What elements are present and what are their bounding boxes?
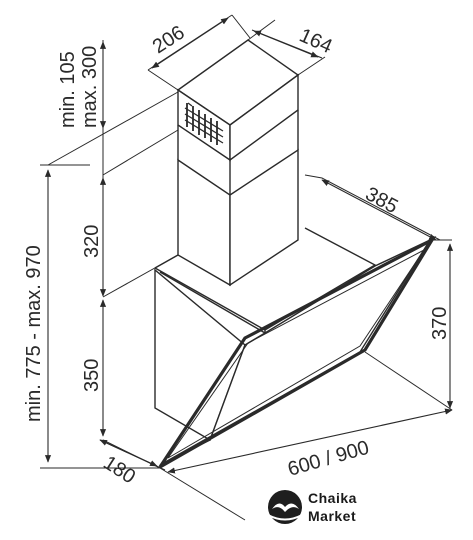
label-total-height: min. 775 - max. 970 [23, 245, 45, 422]
chimney-vent-slots [184, 102, 224, 145]
label-hood-depth: 385 [362, 183, 402, 218]
label-chimney-depth: 164 [296, 24, 335, 58]
hood-body [154, 238, 432, 466]
brand-name-line1: Chaika [308, 490, 357, 506]
label-chimney-height: 320 [81, 225, 103, 258]
chaika-market-logo: Chaika Market [267, 490, 357, 524]
label-body-height: 350 [81, 359, 103, 392]
label-chimney-ext-min: min. 105 [57, 51, 79, 128]
label-chimney-width: 206 [149, 22, 189, 59]
label-base-depth: 180 [99, 452, 139, 489]
brand-name-line2: Market [308, 508, 356, 524]
dimension-arrows [44, 17, 454, 474]
label-glass-height: 370 [429, 307, 451, 340]
chimney-column [177, 110, 299, 287]
label-chimney-ext-max: max. 300 [79, 46, 101, 128]
